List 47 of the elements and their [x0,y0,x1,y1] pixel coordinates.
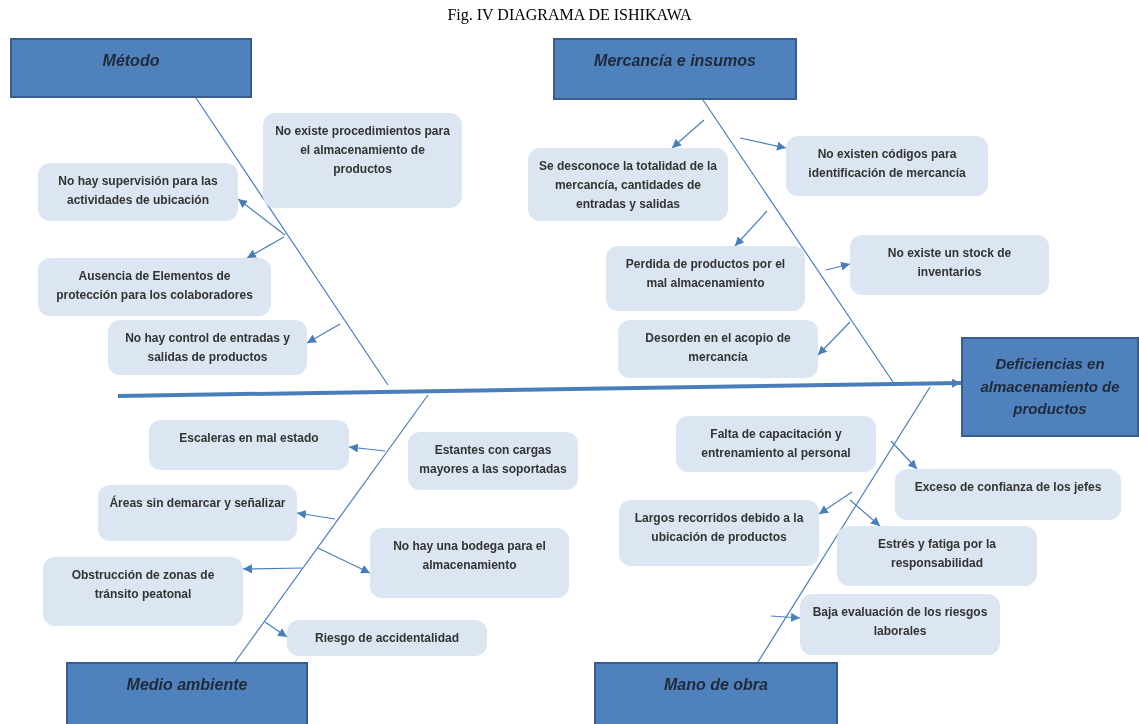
cause-box: No hay una bodega para el almacenamiento [370,528,569,598]
category-box: Mano de obra [594,662,838,724]
cause-box: Exceso de confianza de los jefes [895,469,1121,520]
cause-box: Estrés y fatiga por la responsabilidad [837,526,1037,586]
arrow [348,443,386,453]
bone-line [234,394,429,663]
cause-box: Perdida de productos por el mal almacenamiento [606,246,805,311]
category-box: Método [10,38,252,98]
arrow [734,210,768,247]
bone-line [195,97,389,386]
cause-box: Obstrucción de zonas de tránsito peatonal [43,557,243,626]
cause-box: Baja evaluación de los riesgos laborales [800,594,1000,655]
cause-box: Estantes con cargas mayores a las soportadas [408,432,578,490]
cause-box: No hay control de entradas y salidas de productos [108,320,307,375]
cause-box: Ausencia de Elementos de protección para los colaboradores [38,258,271,316]
arrow [890,440,918,470]
cause-box: Escaleras en mal estado [149,420,349,470]
arrow [671,119,705,149]
cause-box: No existe un stock de inventarios [850,235,1049,295]
arrow [818,491,853,515]
cause-box: No existen códigos para identificación de mercancía [786,136,988,196]
cause-box: Se desconoce la totalidad de la mercancía, cantidades de entradas y salidas [528,148,728,221]
arrow [296,509,336,520]
arrow [817,321,851,356]
cause-box: Falta de capacitación y entrenamiento al personal [676,416,876,472]
cause-box: Áreas sin demarcar y señalizar [98,485,297,541]
effect-box: Deficiencias en almacenamiento de productos [961,337,1139,437]
arrow [246,236,285,259]
arrow [825,261,851,271]
cause-box: No existe procedimientos para el almacenamiento de productos [263,113,462,208]
arrow [264,621,288,638]
category-box: Mercancía e insumos [553,38,797,100]
cause-box: Riesgo de accidentalidad [287,620,487,656]
arrow [317,547,371,574]
spine-arrow [117,378,962,398]
cause-box: Desorden en el acopio de mercancía [618,320,818,378]
category-box: Medio ambiente [66,662,308,724]
arrow [739,137,787,151]
diagram-title: Fig. IV DIAGRAMA DE ISHIKAWA [447,6,692,24]
arrow [849,499,881,527]
cause-box: No hay supervisión para las actividades de ubicación [38,163,238,221]
arrow [306,323,341,344]
arrow [237,198,286,236]
arrow [242,564,303,574]
cause-box: Largos recorridos debido a la ubicación de productos [619,500,819,566]
bone-line [757,386,931,663]
arrow [770,612,801,622]
